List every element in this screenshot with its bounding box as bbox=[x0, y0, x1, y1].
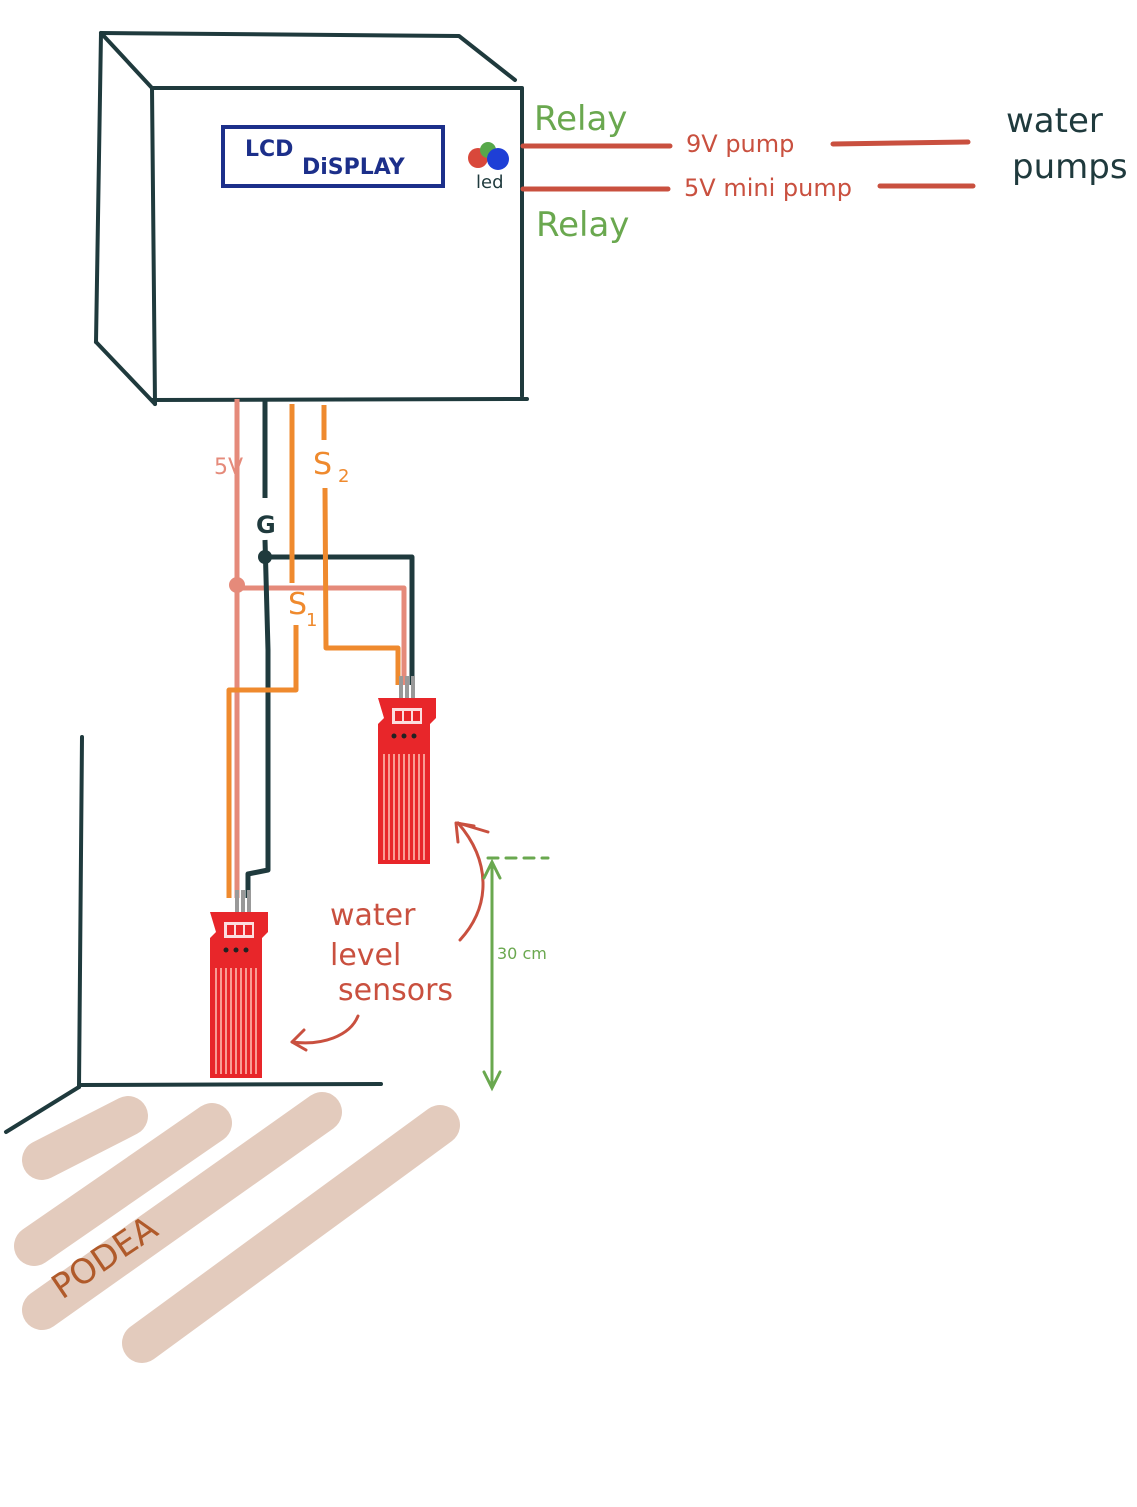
ground-label: G bbox=[256, 511, 276, 539]
pump-9v-label: 9V pump bbox=[686, 130, 794, 158]
signal1-subscript: 1 bbox=[306, 610, 317, 631]
power-junction bbox=[229, 577, 245, 593]
led-label: led bbox=[476, 172, 504, 193]
power-label: 5V bbox=[214, 455, 243, 480]
power-wire bbox=[234, 399, 407, 898]
ground-wire bbox=[245, 400, 415, 898]
distance-indicator bbox=[482, 856, 550, 1092]
lcd-line1: LCD bbox=[245, 137, 293, 162]
relay-wires bbox=[520, 139, 976, 192]
water-pumps-line2: pumps bbox=[1012, 147, 1128, 187]
water-level-sensor-2 bbox=[378, 676, 436, 864]
sensors-label-line3: sensors bbox=[338, 973, 453, 1008]
sensors-label-line1: water bbox=[330, 898, 416, 933]
soil bbox=[14, 1092, 460, 1363]
plant-pot bbox=[4, 735, 383, 1134]
water-level-sensor-1 bbox=[210, 890, 268, 1078]
sensor-arrows bbox=[290, 821, 490, 1052]
relay-bottom-label: Relay bbox=[536, 205, 629, 245]
signal1-label: S bbox=[288, 587, 307, 622]
signal2-label: S bbox=[313, 447, 332, 482]
signal2-subscript: 2 bbox=[338, 466, 349, 487]
pump-5v-label: 5V mini pump bbox=[684, 174, 852, 202]
distance-label: 30 cm bbox=[497, 944, 547, 963]
water-pumps-line1: water bbox=[1006, 101, 1103, 141]
led-indicator: led bbox=[468, 142, 509, 193]
sensors-label-line2: level bbox=[330, 938, 401, 973]
relay-top-label: Relay bbox=[534, 99, 627, 139]
signal-wires bbox=[226, 404, 401, 898]
controller-box bbox=[94, 31, 529, 406]
ground-junction bbox=[258, 550, 272, 564]
lcd-display: LCD DiSPLAY bbox=[221, 125, 445, 188]
lcd-line2: DiSPLAY bbox=[302, 155, 406, 180]
